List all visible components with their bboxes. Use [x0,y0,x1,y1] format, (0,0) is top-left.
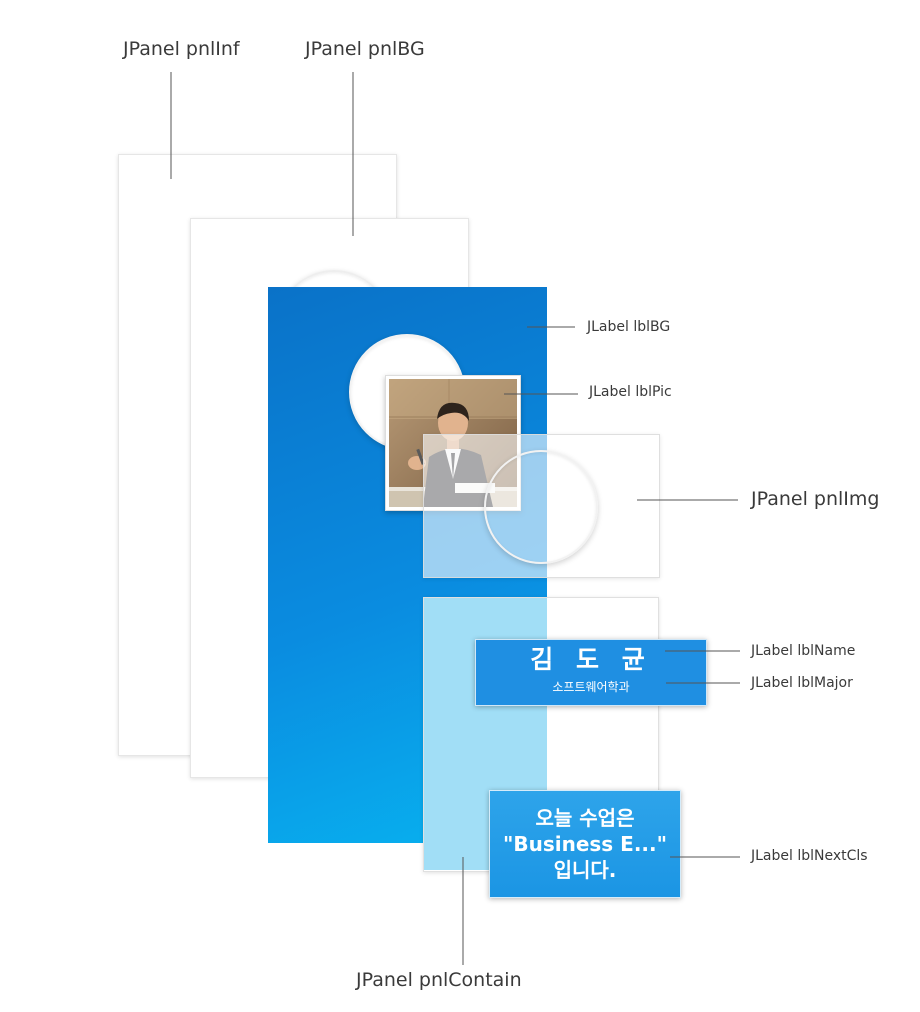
callout-lblmajor: JLabel lblMajor [751,675,853,691]
callout-pnlimg: JPanel pnlImg [751,488,880,510]
callout-pnlinf: JPanel pnlInf [123,38,240,60]
student-major: 소프트웨어학과 [552,680,630,694]
callout-lblname: JLabel lblName [751,643,856,659]
next-class-line-1: 오늘 수업은 [535,806,635,830]
label-lblname-box: 김 도 균 소프트웨어학과 [475,639,707,706]
callout-lblnextcls: JLabel lblNextCls [751,848,868,864]
circle-frame-image [484,450,598,564]
callout-lblpic: JLabel lblPic [589,384,672,400]
next-class-line-3: 입니다. [553,858,617,882]
label-lblnextcls-box: 오늘 수업은 "Business E..." 입니다. [489,790,681,898]
next-class-line-2: "Business E..." [502,832,668,856]
callout-pnlcontain: JPanel pnlContain [356,969,522,991]
callout-pnlbg: JPanel pnlBG [305,38,425,60]
student-name: 김 도 균 [530,645,652,674]
callout-lblbg: JLabel lblBG [587,319,671,335]
